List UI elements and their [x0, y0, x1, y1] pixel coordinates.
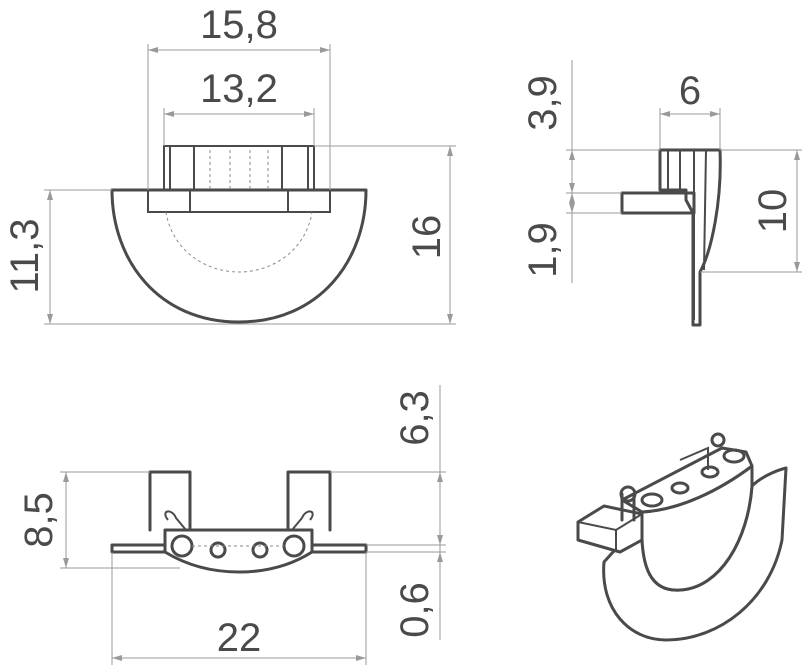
dim-top-width: 22: [217, 616, 262, 660]
dim-top-upper-height: 6,3: [393, 390, 437, 446]
dim-top-lip: 0,6: [393, 582, 437, 638]
front-upper-block: [163, 145, 315, 191]
top-view: 22 8,5 6,3 0,6: [17, 385, 446, 665]
top-right-post: [286, 470, 332, 532]
dim-front-inner-width: 13,2: [200, 67, 278, 111]
top-hole-4: [282, 534, 306, 558]
top-hole-1: [170, 534, 194, 558]
iso-hole-1: [640, 492, 664, 508]
dim-side-flange: 1,9: [521, 222, 565, 278]
iso-hole-2: [670, 481, 690, 495]
side-body: [658, 148, 722, 327]
dim-front-outer-width: 15,8: [200, 3, 278, 47]
front-view: 15,8 13,2 16 11,3: [3, 3, 456, 325]
iso-ridge: [620, 446, 754, 514]
dim-front-height: 16: [405, 215, 449, 260]
front-body-outline: [110, 188, 368, 324]
iso-hole-3: [700, 465, 720, 479]
iso-hole-4: [722, 448, 746, 464]
top-body: [163, 528, 314, 574]
top-hole-2: [209, 541, 227, 559]
side-flange: [620, 191, 696, 215]
top-hole-3: [251, 541, 269, 559]
dim-front-body-height: 11,3: [3, 219, 47, 294]
isometric-view: [576, 432, 788, 642]
front-flange: [147, 189, 331, 213]
side-view: 6 10 3,9 1,9: [521, 60, 802, 327]
dim-top-height: 8,5: [17, 492, 61, 548]
dim-side-width: 6: [679, 69, 701, 113]
top-left-post: [148, 470, 192, 532]
top-base: [110, 543, 368, 554]
iso-pin-right: [710, 432, 726, 448]
dim-side-top-offset: 3,9: [521, 75, 565, 131]
dim-side-height: 10: [751, 189, 795, 234]
